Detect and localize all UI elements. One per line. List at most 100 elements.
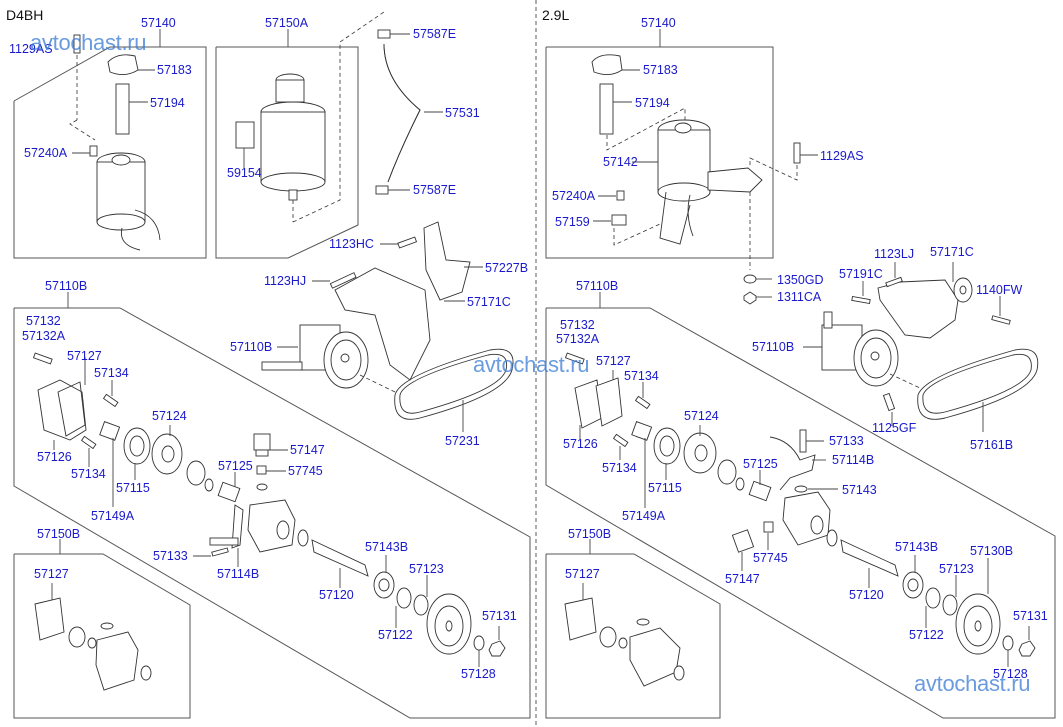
part-label-57194-r[interactable]: 57194 (635, 96, 670, 110)
part-label-57114B[interactable]: 57114B (217, 567, 260, 581)
housing-57143-left (247, 499, 296, 553)
part-label-57150A[interactable]: 57150A (265, 16, 309, 30)
part-label-57131[interactable]: 57131 (482, 609, 517, 623)
part-label-57132[interactable]: 57132 (26, 314, 61, 328)
ring-57149A-left (99, 421, 121, 507)
part-label-57149A-r[interactable]: 57149A (622, 509, 666, 523)
part-label-57110B-pump[interactable]: 57110B (230, 340, 273, 354)
part-label-1140FW-r[interactable]: 1140FW (976, 283, 1023, 297)
part-label-57134-b-r[interactable]: 57134 (602, 461, 637, 475)
part-label-57124[interactable]: 57124 (152, 409, 187, 423)
part-label-1125GF-r[interactable]: 1125GF (872, 421, 917, 435)
part-label-57531[interactable]: 57531 (445, 106, 480, 120)
part-label-57114B-r[interactable]: 57114B (832, 453, 875, 467)
part-label-57126[interactable]: 57126 (37, 450, 72, 464)
part-label-1350GD-r[interactable]: 1350GD (777, 273, 824, 287)
part-label-57120[interactable]: 57120 (319, 588, 354, 602)
part-label-57128[interactable]: 57128 (461, 667, 496, 681)
part-label-57183[interactable]: 57183 (157, 63, 192, 77)
part-label-57126-r[interactable]: 57126 (563, 437, 598, 451)
part-label-57115[interactable]: 57115 (116, 481, 150, 495)
shaft-57120-left (311, 539, 369, 588)
valve-57745-right (763, 521, 774, 550)
part-label-57171C[interactable]: 57171C (467, 295, 511, 309)
part-label-57183-r[interactable]: 57183 (643, 63, 678, 77)
part-label-57130B-r[interactable]: 57130B (970, 544, 1014, 558)
part-label-57745[interactable]: 57745 (288, 464, 323, 478)
part-label-57127-kit[interactable]: 57127 (34, 567, 69, 581)
part-label-57587E-bottom[interactable]: 57587E (413, 183, 457, 197)
part-label-57133[interactable]: 57133 (153, 549, 188, 563)
seal-57122-left (395, 587, 412, 628)
part-label-57587E-top[interactable]: 57587E (413, 27, 457, 41)
oring-small-right (735, 477, 745, 491)
part-label-57110B-box[interactable]: 57110B (45, 279, 88, 293)
part-label-57124-r[interactable]: 57124 (684, 409, 719, 423)
part-label-57159-r[interactable]: 57159 (555, 215, 590, 229)
part-label-57127-r[interactable]: 57127 (596, 354, 631, 368)
part-label-57143B[interactable]: 57143B (365, 540, 409, 554)
part-label-57110B-pump-r[interactable]: 57110B (752, 340, 795, 354)
part-label-57122-r[interactable]: 57122 (909, 628, 944, 642)
part-label-57147[interactable]: 57147 (290, 443, 325, 457)
part-label-57161B-r[interactable]: 57161B (970, 438, 1014, 452)
part-label-57125-r[interactable]: 57125 (743, 457, 778, 471)
part-label-57231[interactable]: 57231 (445, 434, 480, 448)
nut-57131-right (1018, 626, 1036, 657)
part-label-57123-r[interactable]: 57123 (939, 562, 974, 576)
oring-small-left (204, 478, 214, 492)
part-label-57140-r[interactable]: 57140 (641, 16, 676, 30)
part-label-57134-a[interactable]: 57134 (94, 366, 129, 380)
seal-left (297, 529, 309, 547)
part-label-57132A-r[interactable]: 57132A (556, 332, 600, 346)
box-57140-left (13, 29, 207, 259)
part-label-57745-r[interactable]: 57745 (753, 551, 788, 565)
section-title-d4bh: D4BH (6, 7, 44, 23)
part-label-57240A[interactable]: 57240A (24, 146, 68, 160)
spring-57125-right (748, 470, 772, 502)
part-label-57194[interactable]: 57194 (150, 96, 185, 110)
part-label-57140[interactable]: 57140 (141, 16, 176, 30)
part-label-57133-r[interactable]: 57133 (829, 434, 864, 448)
part-label-57134-b[interactable]: 57134 (71, 467, 106, 481)
part-label-57132-r[interactable]: 57132 (560, 318, 595, 332)
part-label-1123LJ-r[interactable]: 1123LJ (874, 247, 915, 261)
part-label-57134-a-r[interactable]: 57134 (624, 369, 659, 383)
reservoir-57142-left (96, 152, 161, 251)
part-label-57150B-r[interactable]: 57150B (568, 527, 612, 541)
part-label-1123HJ[interactable]: 1123HJ (264, 274, 307, 288)
part-label-57115-r[interactable]: 57115 (648, 481, 682, 495)
reservoir-57142-right (632, 119, 763, 270)
part-label-57132A[interactable]: 57132A (22, 329, 66, 343)
cam-ring-57124-left (151, 425, 183, 475)
part-label-57127-kit-r[interactable]: 57127 (565, 567, 600, 581)
spring-57125-left (217, 472, 241, 503)
part-label-1311CA-r[interactable]: 1311CA (777, 290, 822, 304)
part-label-57123[interactable]: 57123 (409, 562, 444, 576)
part-label-57143-r[interactable]: 57143 (842, 483, 877, 497)
part-label-57131-r[interactable]: 57131 (1013, 609, 1048, 623)
part-label-57120-r[interactable]: 57120 (849, 588, 884, 602)
part-label-57128-r[interactable]: 57128 (993, 667, 1028, 681)
part-label-57191C-r[interactable]: 57191C (839, 267, 883, 281)
part-label-1129AS-r[interactable]: 1129AS (820, 149, 864, 163)
part-label-57110B-box-r[interactable]: 57110B (576, 279, 619, 293)
part-label-59154[interactable]: 59154 (227, 166, 262, 180)
filter-57194-left (115, 83, 148, 135)
part-label-57143B-r[interactable]: 57143B (895, 540, 939, 554)
part-label-57142-r[interactable]: 57142 (603, 155, 638, 169)
part-label-1123HC[interactable]: 1123HC (329, 237, 374, 251)
part-label-57150B[interactable]: 57150B (37, 527, 81, 541)
part-label-57171C-r[interactable]: 57171C (930, 245, 974, 259)
part-label-57149A[interactable]: 57149A (91, 509, 135, 523)
part-label-57227B[interactable]: 57227B (485, 261, 529, 275)
part-label-1129AS[interactable]: 1129AS (9, 42, 53, 56)
part-label-57122[interactable]: 57122 (378, 628, 413, 642)
pin-57134-a-left (102, 380, 119, 408)
part-label-57125[interactable]: 57125 (218, 459, 253, 473)
shaft-57120-right (840, 539, 899, 588)
part-label-57147-r[interactable]: 57147 (725, 572, 760, 586)
part-label-57127[interactable]: 57127 (67, 349, 102, 363)
part-label-57240A-r[interactable]: 57240A (552, 189, 596, 203)
